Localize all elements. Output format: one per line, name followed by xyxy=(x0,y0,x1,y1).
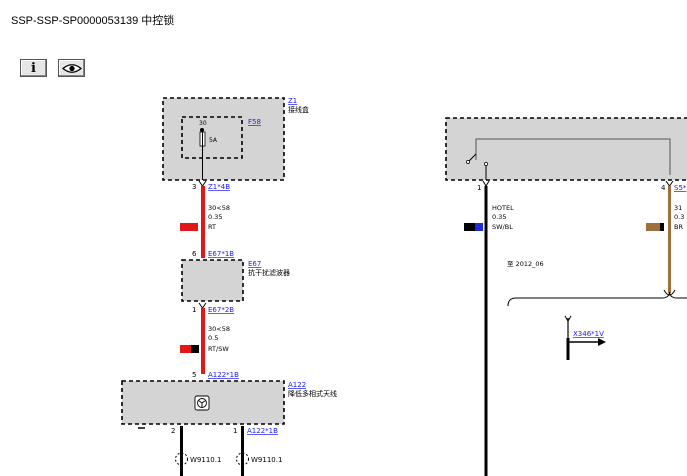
wire1-size: 0.35 xyxy=(208,213,222,221)
z1-pin: 3 xyxy=(192,183,196,191)
ground-wire-2[interactable] xyxy=(241,426,244,476)
info-button[interactable]: i xyxy=(20,59,47,77)
e67-id[interactable]: E67 xyxy=(248,260,261,268)
z1-connector[interactable]: Z1*4B xyxy=(208,183,230,191)
right-wire2-swatch-black xyxy=(660,223,664,231)
a122-pin-in: 5 xyxy=(192,371,196,379)
wire-rt[interactable] xyxy=(201,186,205,258)
info-icon: i xyxy=(31,60,36,76)
a122-id[interactable]: A122 xyxy=(288,381,306,389)
wire2-spec: 30<58 xyxy=(208,325,230,333)
fuse-terminal: 30 xyxy=(199,120,207,127)
fuse-box xyxy=(181,116,243,159)
wire-br[interactable] xyxy=(668,186,671,293)
a122-conn-b[interactable]: A122*1B xyxy=(247,427,278,435)
wire1-color: RT xyxy=(208,223,216,231)
ground-point-1 xyxy=(175,452,188,466)
eye-icon xyxy=(61,63,82,73)
wire2-size: 0.5 xyxy=(208,334,218,342)
e67-name: 抗干扰滤波器 xyxy=(248,268,290,277)
wire-rt-sw[interactable] xyxy=(201,308,205,374)
z1-id[interactable]: Z1 xyxy=(288,97,297,105)
bracket xyxy=(507,291,687,307)
right-connector[interactable]: S5* xyxy=(674,184,687,192)
view-button[interactable] xyxy=(58,59,85,77)
right-pin4: 4 xyxy=(661,184,666,192)
wire2-swatch-black xyxy=(191,345,199,353)
wire2-swatch-red xyxy=(180,345,191,353)
right-pin1: 1 xyxy=(477,184,481,192)
right-wire2-size: 0.3 xyxy=(674,213,684,221)
right-wire2-swatch-brown xyxy=(646,223,660,231)
fuse-id[interactable]: F58 xyxy=(248,118,261,126)
wire2-color: RT/SW xyxy=(208,345,229,353)
fuse-rating: 5A xyxy=(209,137,218,144)
z1-name: 接线盒 xyxy=(288,105,309,114)
internal-circuit xyxy=(475,138,671,175)
ground-label-1: W9110.1 xyxy=(190,456,221,464)
right-wire2-color: BR xyxy=(674,223,683,231)
a122-pin-a: 2 xyxy=(171,427,175,435)
right-wire2-spec: 31 xyxy=(674,204,682,212)
wire1-spec: 30<58 xyxy=(208,204,230,212)
a122-conn-in[interactable]: A122*1B xyxy=(208,371,239,379)
wire-sw-bl[interactable] xyxy=(484,186,488,476)
ground-wire-1[interactable] xyxy=(180,426,183,476)
arrow-right-icon xyxy=(598,338,606,346)
right-wire1-color: SW/BL xyxy=(492,223,513,231)
right-wire1-name: HOTEL xyxy=(492,204,514,212)
antenna-module-icon xyxy=(194,395,210,411)
right-note: 至 2012_06 xyxy=(507,260,544,268)
wire1-color-swatch xyxy=(180,223,198,231)
right-wire1-size: 0.35 xyxy=(492,213,506,221)
x346-connector[interactable]: X346*1V xyxy=(573,330,604,338)
a122-name: 降低多相式天线 xyxy=(288,389,337,398)
e67-conn-out[interactable]: E67*2B xyxy=(208,306,234,314)
e67-conn-in[interactable]: E67*1B xyxy=(208,250,234,258)
right-wire1-swatch-black xyxy=(464,223,475,231)
e67-pin-out: 1 xyxy=(192,306,196,314)
e67-box xyxy=(181,259,244,302)
x346-stub xyxy=(566,338,570,360)
right-wire1-swatch-blue xyxy=(475,223,483,231)
z1-box xyxy=(162,97,285,181)
ground-point-2 xyxy=(236,452,249,466)
ground-label-2: W9110.1 xyxy=(251,456,282,464)
page-title: SSP-SSP-SP0000053139 中控锁 xyxy=(11,15,175,27)
e67-pin-in: 6 xyxy=(192,250,197,258)
a122-pin-b: 1 xyxy=(233,427,237,435)
right-module-box xyxy=(445,117,687,181)
